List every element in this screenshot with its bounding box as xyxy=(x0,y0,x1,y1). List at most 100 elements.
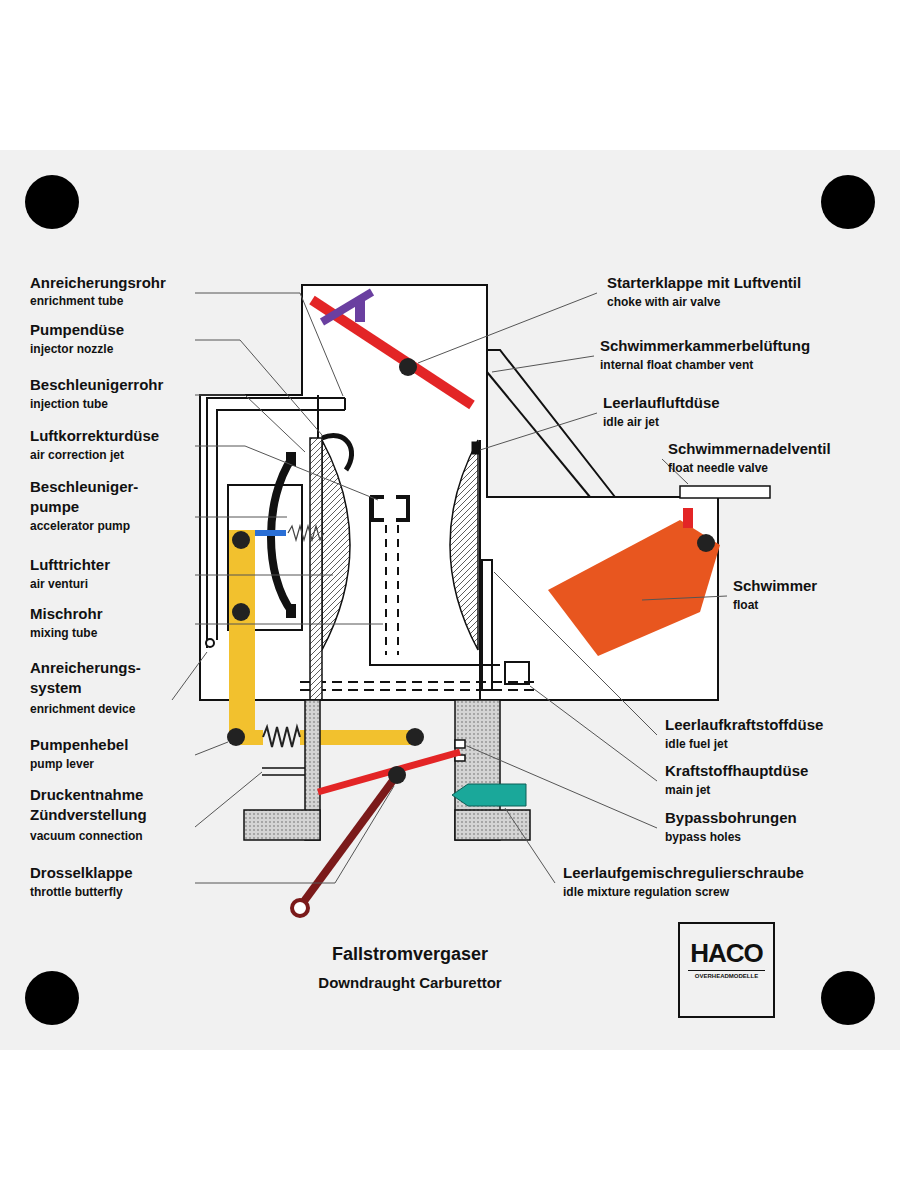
panel-part xyxy=(821,175,875,229)
part-label-en: idle mixture regulation screw xyxy=(563,885,729,900)
part-label-en: mixing tube xyxy=(30,626,97,641)
part-label-de: Lufttrichter xyxy=(30,555,110,575)
leader-lines-part xyxy=(195,772,262,827)
part-label-en: idle fuel jet xyxy=(665,737,728,752)
leader-lines-part xyxy=(530,686,657,781)
venturi-part xyxy=(450,440,478,650)
mixing-tube-part xyxy=(386,525,398,655)
leader-lines-part xyxy=(195,786,394,883)
part-label-en: pump lever xyxy=(30,757,94,772)
idle-mixture-screw xyxy=(452,784,526,806)
carburettor-body-part xyxy=(370,497,500,665)
leader-lines-part xyxy=(467,746,657,828)
pump-lever-part xyxy=(229,530,255,740)
part-label-en: float xyxy=(733,598,758,613)
carburettor-body-part xyxy=(505,662,529,684)
part-label-de: Schwimmer xyxy=(733,576,817,596)
caption: Downdraught Carburettor xyxy=(260,973,560,993)
part-label-en: injection tube xyxy=(30,397,108,412)
leader-lines-part xyxy=(195,624,383,625)
part-label-de: Mischrohr xyxy=(30,604,103,624)
pump-lever-part xyxy=(232,531,250,549)
part-label-en: vacuum connection xyxy=(30,829,143,844)
float-part xyxy=(697,534,715,552)
part-label-de: Anreicherungsrohr xyxy=(30,273,166,293)
part-label-de: Anreicherungs- system xyxy=(30,658,160,698)
part-label-de: Leerlaufgemischregulierschraube xyxy=(563,863,804,883)
part-label-de: Bypassbohrungen xyxy=(665,808,797,828)
logo-subtext: OVERHEADMODELLE xyxy=(688,970,765,980)
leader-lines-part xyxy=(195,742,228,755)
leader-lines-part xyxy=(195,575,333,576)
part-label-de: Pumpendüse xyxy=(30,320,124,340)
accelerator-pump xyxy=(245,452,324,618)
pump-lever-part xyxy=(406,728,424,746)
panel-part xyxy=(0,150,900,1050)
choke-part xyxy=(355,300,365,322)
part-label-de: Drosselklappe xyxy=(30,863,133,883)
leader-lines-part xyxy=(195,446,378,500)
carburettor-body-part xyxy=(487,350,615,497)
float xyxy=(548,486,770,656)
idle-mixture-screw-part xyxy=(452,784,526,806)
float-part xyxy=(548,520,720,656)
part-label-en: float needle valve xyxy=(668,461,768,476)
leader-lines-part xyxy=(494,572,657,735)
leader-lines-part xyxy=(195,395,305,452)
choke-part xyxy=(399,358,417,376)
leader-lines-part xyxy=(195,293,343,396)
part-label-en: enrichment tube xyxy=(30,294,123,309)
accelerator-pump-part xyxy=(288,526,324,540)
throttle-body-part xyxy=(455,810,530,840)
part-label-en: choke with air valve xyxy=(607,295,720,310)
pump-lever-part xyxy=(263,727,300,747)
part-label-en: bypass holes xyxy=(665,830,741,845)
part-label-en: injector nozzle xyxy=(30,342,113,357)
part-label-en: idle air jet xyxy=(603,415,659,430)
mixing-tube-part xyxy=(396,497,408,520)
mixing-tube-part xyxy=(322,436,352,470)
panel-part xyxy=(821,971,875,1025)
part-label-de: Kraftstoffhauptdüse xyxy=(665,761,808,781)
throttle-body-part xyxy=(262,768,305,775)
carburettor-body-part xyxy=(479,440,481,700)
choke xyxy=(312,292,472,405)
venturi-part xyxy=(310,438,322,700)
venturi xyxy=(310,438,478,700)
carburettor-body-part xyxy=(487,372,590,497)
part-label-de: Druckentnahme Zündverstellung xyxy=(30,785,170,825)
panel xyxy=(0,150,900,1050)
panel-part xyxy=(25,971,79,1025)
leader-lines-part xyxy=(505,808,555,883)
carburettor-body-part xyxy=(482,560,492,690)
carburettor-body-part xyxy=(344,398,346,410)
venturi-part xyxy=(322,440,350,650)
part-label-en: main jet xyxy=(665,783,710,798)
throttle-body xyxy=(244,700,530,840)
part-label-de: Leerlaufkraftstoffdüse xyxy=(665,715,823,735)
part-label-de: Beschleunigerrohr xyxy=(30,375,163,395)
leader-lines-part xyxy=(642,596,727,600)
leader-lines-part xyxy=(418,293,597,363)
logo-box: HACOOVERHEADMODELLE xyxy=(678,922,775,1018)
part-label-de: Pumpenhebel xyxy=(30,735,128,755)
carburettor-body-part xyxy=(206,639,214,647)
throttle-body-part xyxy=(455,740,465,748)
part-label-en: accelerator pump xyxy=(30,519,130,534)
part-label-en: enrichment device xyxy=(30,702,135,717)
pump-lever-part xyxy=(232,603,250,621)
leader-lines-part xyxy=(172,652,207,700)
float-part xyxy=(683,508,693,528)
throttle-butterfly-part xyxy=(292,900,308,916)
mixing-tube-part xyxy=(472,442,479,454)
accelerator-pump-part xyxy=(286,452,296,466)
part-label-en: air correction jet xyxy=(30,448,124,463)
leader-lines-part xyxy=(195,517,287,518)
throttle-butterfly xyxy=(292,752,460,916)
throttle-butterfly-part xyxy=(302,775,397,904)
pump-lever xyxy=(227,530,424,747)
part-label-de: Leerlaufluftdüse xyxy=(603,393,720,413)
leader-lines-part xyxy=(195,340,322,435)
